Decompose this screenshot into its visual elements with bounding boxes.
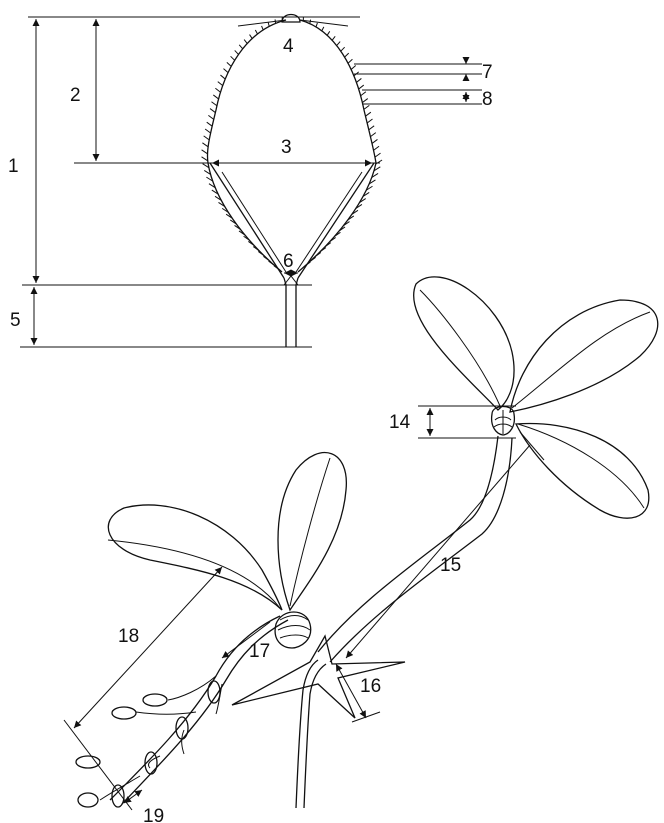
bract-tooth — [361, 92, 366, 96]
bract-tooth — [365, 112, 370, 116]
apex-spines — [238, 20, 348, 26]
label-3: 3 — [281, 137, 292, 158]
bract-tooth — [215, 88, 220, 92]
label-8: 8 — [482, 89, 493, 110]
label-18: 18 — [118, 626, 139, 647]
bract-tooth — [375, 153, 381, 157]
bract-tooth — [207, 122, 212, 126]
bract-tooth — [351, 65, 356, 69]
bract-tooth — [327, 31, 330, 35]
leaf-ur-3 — [516, 424, 649, 519]
bract-tooth — [208, 115, 213, 119]
leaf-c-1 — [108, 505, 282, 610]
label-14: 14 — [389, 412, 411, 433]
label-15: 15 — [440, 555, 461, 576]
bract-tooth — [227, 62, 231, 66]
label-7: 7 — [482, 62, 493, 83]
leaf-c-2 — [278, 453, 346, 610]
bract-tooth — [223, 69, 228, 73]
bract-tooth — [244, 40, 247, 44]
bract-tooth — [231, 56, 235, 60]
bract-tooth — [239, 45, 242, 49]
label-6: 6 — [283, 251, 294, 272]
bract-tooth — [262, 26, 264, 30]
bract-tooth — [348, 59, 352, 63]
inner-bract-right — [298, 163, 374, 278]
bract-tooth — [210, 109, 215, 113]
bract-tooth — [337, 42, 340, 46]
label-17: 17 — [249, 641, 270, 662]
bract-tooth — [268, 22, 269, 26]
bract-tooth — [205, 129, 210, 133]
bract-tooth — [356, 78, 361, 82]
bract-tooth — [250, 35, 253, 39]
bud-6 — [76, 756, 100, 768]
bract-tooth — [372, 139, 377, 143]
bud-2 — [112, 707, 136, 719]
inner-bract-left — [210, 163, 284, 278]
leaf-ur-2 — [510, 300, 658, 412]
bract-tooth — [374, 146, 379, 150]
label-19: 19 — [143, 806, 164, 823]
ref-18-tick — [64, 720, 132, 810]
bract-tooth — [367, 119, 372, 123]
bract-tooth — [220, 75, 225, 79]
bract-tooth — [369, 126, 374, 130]
label-1: 1 — [8, 156, 19, 177]
bract-tooth — [322, 27, 324, 31]
bract-tooth — [202, 150, 208, 154]
label-16: 16 — [360, 676, 381, 697]
bract-tooth — [362, 99, 367, 103]
bud-8 — [78, 793, 98, 807]
bract-tooth — [345, 53, 349, 57]
inner-bract-right-2 — [296, 172, 362, 272]
bract-tooth — [341, 47, 345, 51]
bract-tooth — [255, 30, 257, 34]
bract-tooth — [202, 157, 208, 161]
label-5: 5 — [10, 310, 21, 331]
bract-tooth — [332, 36, 335, 40]
head-upper-right-scales — [494, 410, 512, 434]
bract-tooth — [359, 85, 364, 89]
head-center-scales — [278, 616, 310, 639]
branch-right-inner — [330, 438, 512, 662]
main-stem-right — [304, 664, 326, 808]
bract-tooth — [204, 136, 210, 140]
dimension-15 — [346, 445, 530, 658]
head-center — [275, 612, 311, 648]
bract-tooth — [364, 105, 369, 109]
bract-tooth — [218, 82, 223, 86]
inner-bract-left-2 — [222, 172, 286, 272]
ref-16-tick — [352, 712, 380, 722]
label-4: 4 — [283, 36, 294, 57]
dimension-18 — [74, 567, 222, 728]
bract-tooth — [370, 133, 375, 137]
bract-tooth — [213, 95, 218, 99]
branch-right-outer — [318, 436, 498, 652]
bract-tooth — [202, 143, 208, 147]
bract-tooth — [235, 50, 239, 54]
bract-tooth — [316, 23, 317, 27]
label-2: 2 — [70, 85, 81, 106]
plant-figure: 14 15 16 17 18 19 — [64, 277, 658, 823]
bud-1 — [143, 694, 167, 706]
peduncle — [284, 278, 298, 347]
bract-tooth — [211, 102, 216, 106]
